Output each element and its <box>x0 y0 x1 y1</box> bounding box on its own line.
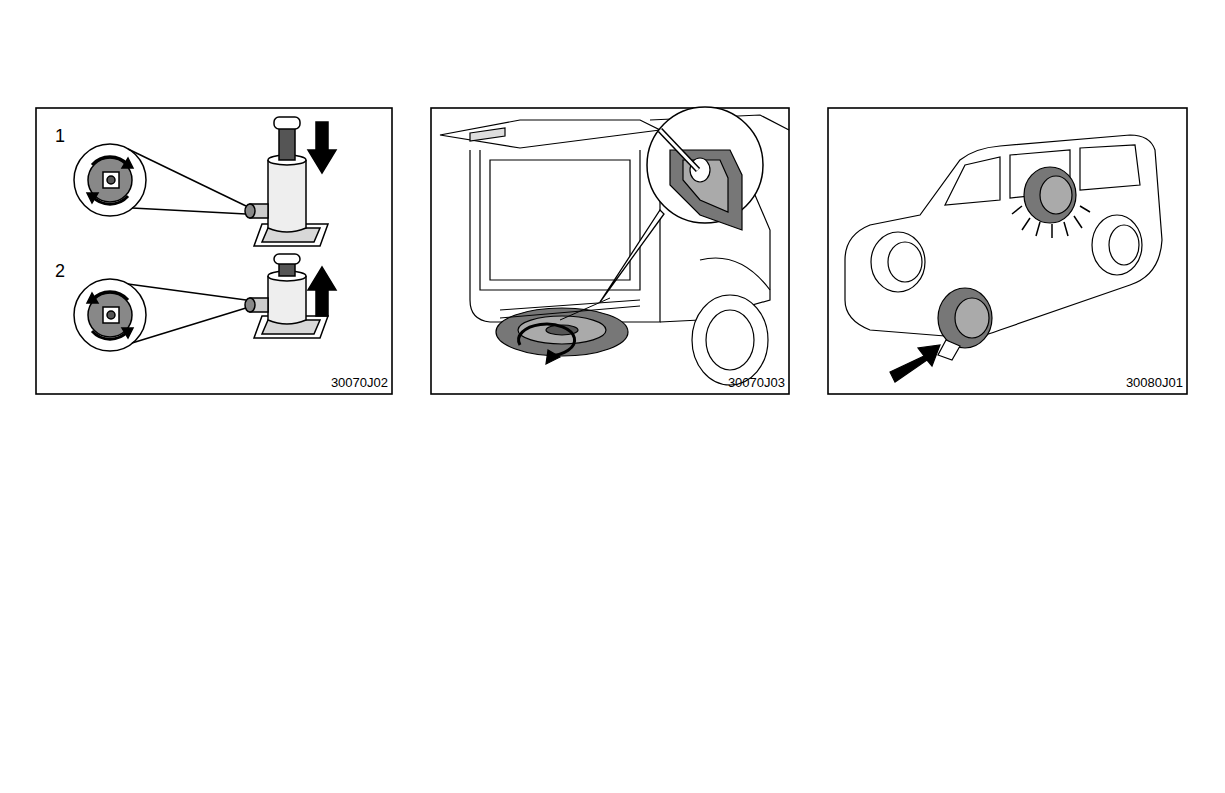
jack-raising <box>74 254 336 351</box>
vehicle-side <box>845 135 1162 382</box>
panel-frame <box>828 108 1187 394</box>
step-number: 1 <box>55 127 65 145</box>
panel-frame <box>36 108 392 394</box>
step-number: 2 <box>55 262 65 280</box>
figure-code: 30080J01 <box>1126 376 1183 389</box>
jack-lowering <box>74 117 336 246</box>
vehicle-rear <box>440 107 789 385</box>
figure-code: 30070J02 <box>331 376 388 389</box>
figure-code: 30070J03 <box>728 376 785 389</box>
panel-frame <box>431 108 789 394</box>
